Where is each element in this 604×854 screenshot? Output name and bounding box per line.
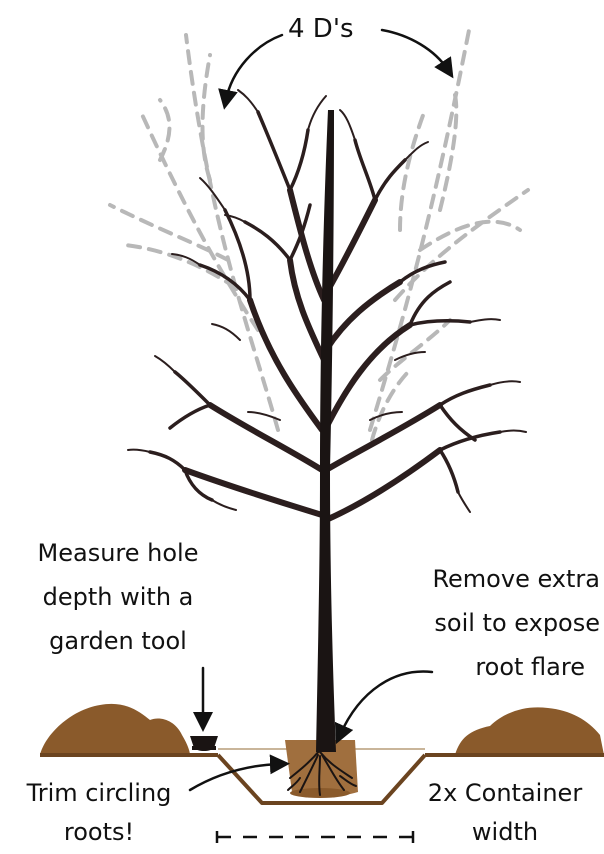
remove-soil-line-1: Remove extra — [410, 562, 600, 596]
tree-trunk — [316, 110, 336, 752]
arrow-4ds-left — [226, 35, 282, 100]
arrow-4ds-right — [382, 30, 448, 70]
measure-hole-line-1: Measure hole — [28, 536, 208, 570]
container-width-line-1: 2x Container — [415, 776, 595, 810]
measure-hole-line-3: garden tool — [28, 624, 208, 658]
remove-soil-line-2: soil to expose — [410, 606, 600, 640]
measure-hole-line-2: depth with a — [28, 580, 208, 614]
ghost-branches — [110, 25, 528, 440]
four-ds-label: 4 D's — [288, 12, 354, 46]
garden-tool-base — [192, 746, 216, 750]
remove-soil-line-3: root flare — [410, 650, 585, 684]
container-width-line-2: width — [415, 815, 595, 849]
left-soil-mound — [40, 704, 190, 755]
right-soil-mound — [455, 707, 604, 755]
trim-roots-line-2: roots! — [14, 815, 184, 849]
arrow-trim-roots — [190, 764, 280, 790]
container-width-dimension — [217, 831, 413, 843]
trim-roots-line-1: Trim circling — [14, 776, 184, 810]
